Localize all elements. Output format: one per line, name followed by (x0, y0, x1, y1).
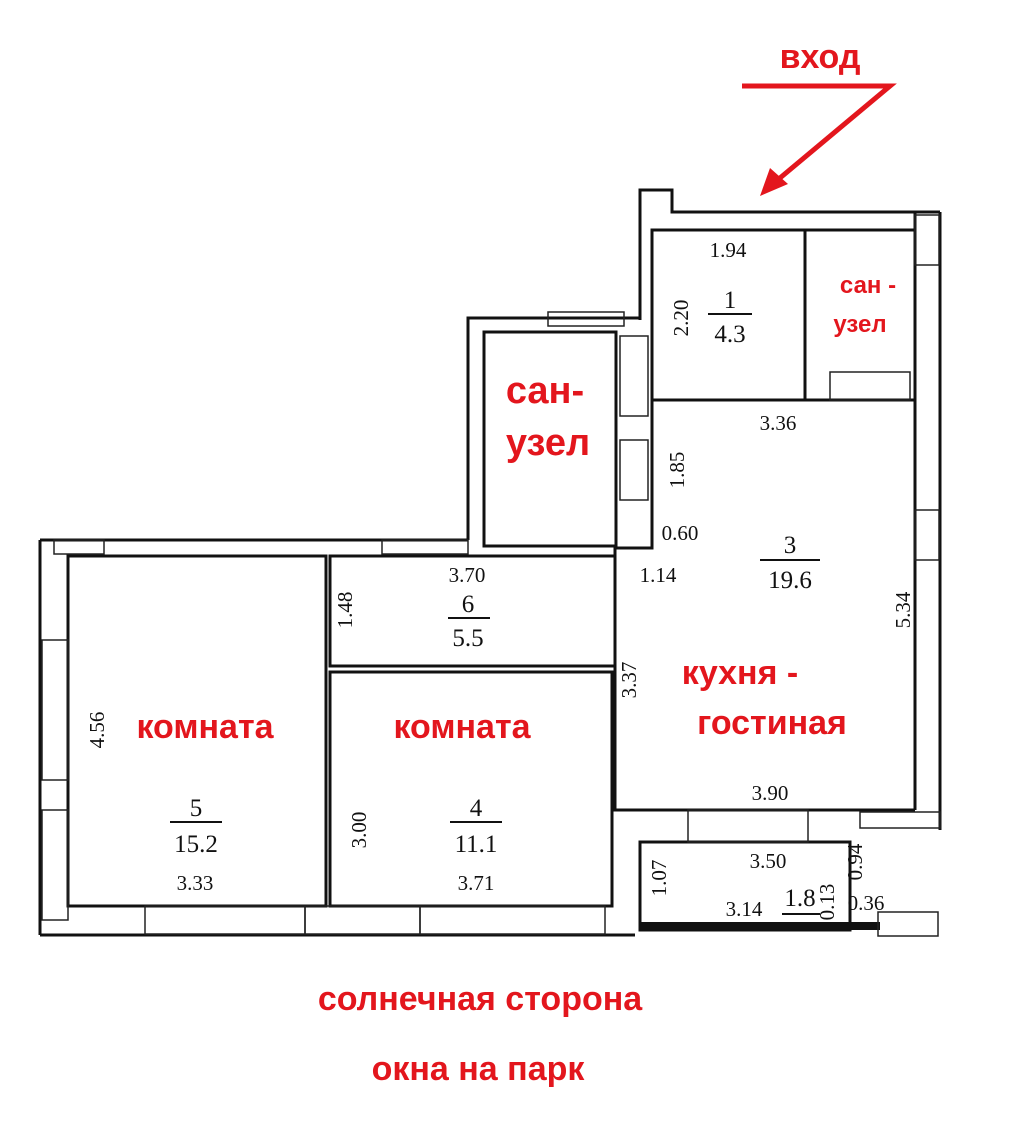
dim-1-48: 1.48 (333, 592, 357, 629)
dim-3-14: 3.14 (726, 897, 763, 921)
kitchen-label-1: кухня - (682, 654, 798, 692)
entrance-arrow-icon (742, 83, 897, 196)
dim-3-36: 3.36 (760, 411, 797, 435)
room1-area: 4.3 (714, 321, 745, 348)
bathroom-left-label-2: узел (506, 422, 590, 464)
room3-number: 3 (784, 532, 797, 559)
entrance-label: вход (780, 38, 861, 76)
dim-3-71: 3.71 (458, 871, 495, 895)
kitchen-label-2: гостиная (697, 704, 847, 742)
room5-label: комната (136, 708, 274, 746)
dim-3-50: 3.50 (750, 849, 787, 873)
room5-number: 5 (190, 795, 203, 822)
dim-3-00: 3.00 (347, 812, 371, 849)
dim-0-60: 0.60 (662, 521, 699, 545)
room4-label: комната (393, 708, 531, 746)
dim-3-90: 3.90 (752, 781, 789, 805)
dim-3-70: 3.70 (449, 563, 486, 587)
dim-3-33: 3.33 (177, 871, 214, 895)
dim-1-94: 1.94 (710, 238, 747, 262)
dim-5-34: 5.34 (891, 591, 915, 628)
footer-label-2: окна на парк (372, 1050, 586, 1088)
dim-0-13: 0.13 (815, 884, 839, 921)
bathroom-right-label-2: узел (833, 311, 886, 338)
room4-number: 4 (470, 795, 483, 822)
dim-0-94: 0.94 (843, 843, 867, 880)
dim-1-14: 1.14 (640, 563, 677, 587)
dim-0-36: 0.36 (848, 891, 885, 915)
dim-2-20: 2.20 (669, 300, 693, 337)
room4-area: 11.1 (455, 831, 498, 858)
walls (38, 188, 942, 937)
balcony-area: 1.8 (784, 885, 815, 912)
room6-area: 5.5 (452, 625, 483, 652)
room3-area: 19.6 (768, 567, 812, 594)
room1-number: 1 (724, 287, 737, 314)
dim-1-07: 1.07 (647, 860, 671, 897)
room5-area: 15.2 (174, 831, 218, 858)
dim-1-85: 1.85 (665, 452, 689, 489)
room6-number: 6 (462, 591, 475, 618)
bathroom-right-label-1: сан - (840, 272, 896, 299)
dim-3-37: 3.37 (617, 662, 641, 699)
dim-4-56: 4.56 (85, 712, 109, 749)
footer-label-1: солнечная сторона (318, 980, 643, 1018)
bathroom-left-label-1: сан- (506, 370, 584, 412)
